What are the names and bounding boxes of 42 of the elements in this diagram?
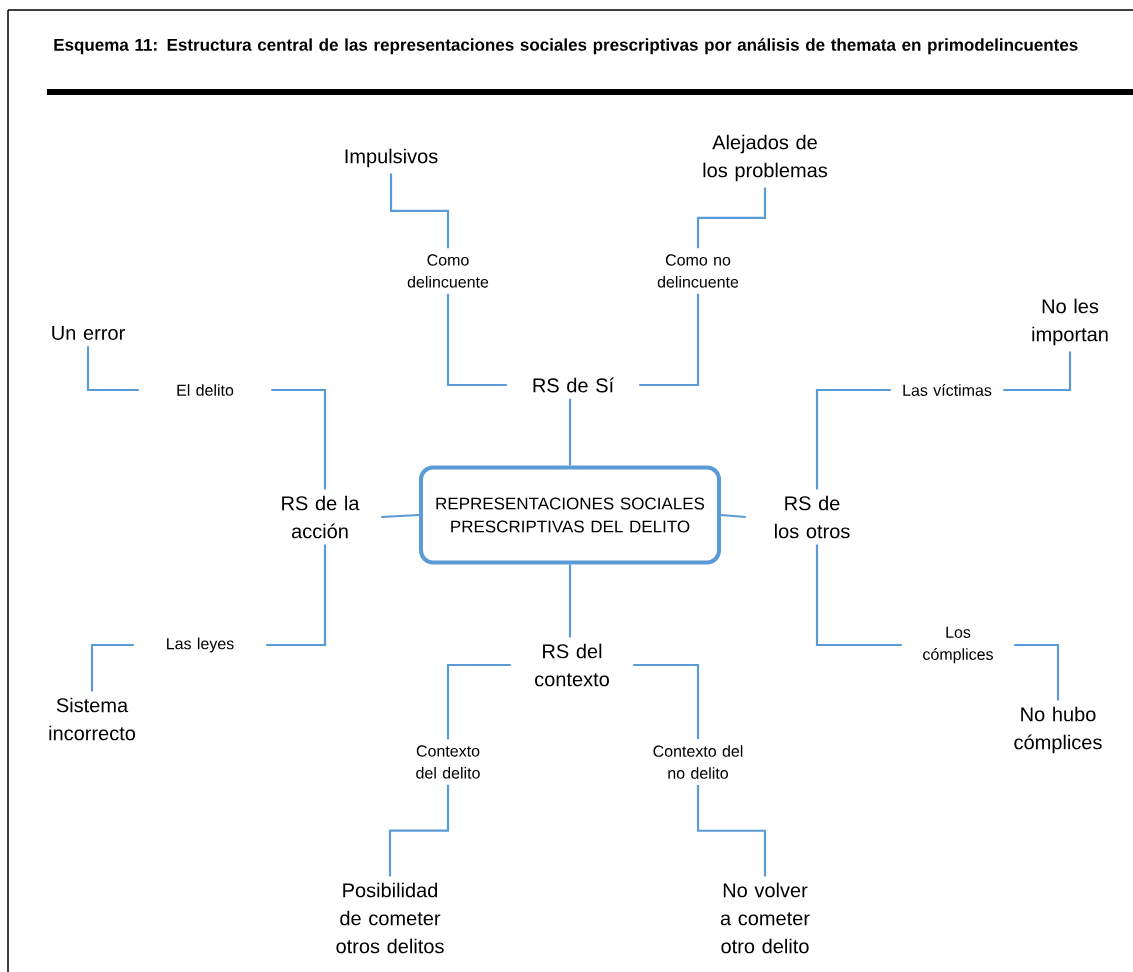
connector <box>90 643 134 692</box>
connector <box>271 388 327 490</box>
connector <box>696 187 767 249</box>
node-label: No volver a cometer otro delito <box>720 882 810 954</box>
connector <box>815 388 891 490</box>
node-label: RS de Sí <box>533 377 614 393</box>
node-label: Contexto del delito <box>416 745 480 779</box>
center-box: REPRESENTACIONES SOCIALES PRESCRIPTIVAS DEL DELITO <box>419 465 721 565</box>
connector <box>446 293 507 387</box>
node-label: Contexto del no delito <box>653 745 743 779</box>
connector <box>86 346 139 392</box>
node-label: RS de los otros <box>775 495 850 539</box>
connector <box>633 663 700 739</box>
node-label: Alejados de los problemas <box>703 134 828 182</box>
connector <box>720 513 746 519</box>
connector <box>1014 643 1060 701</box>
connector <box>389 173 450 249</box>
connector <box>568 398 572 466</box>
node-label: No hubo cómplices <box>1014 706 1102 754</box>
node-label: RS del contexto <box>535 643 609 687</box>
node-label: RS de la acción <box>282 495 360 539</box>
node-label: Las leyes <box>167 637 234 653</box>
node-label: Las víctimas <box>903 384 992 396</box>
connector <box>639 293 700 387</box>
connector <box>388 784 450 877</box>
node-label: Como delincuente <box>407 254 489 288</box>
node-label: No les importan <box>1032 298 1108 346</box>
connector <box>446 663 511 740</box>
node-label: Posibilidad de cometer otros delitos <box>336 882 444 954</box>
node-label: El delito <box>177 384 234 396</box>
node-label: Impulsivos <box>345 148 438 168</box>
connector <box>381 513 420 519</box>
connector <box>696 785 767 877</box>
connector <box>815 544 902 647</box>
title: Esquema 11: Estructura central de las representaciones sociales prescriptivas por análisis de themata en primodelincuentes <box>54 38 1078 55</box>
connector <box>1003 351 1072 392</box>
connector <box>266 544 327 647</box>
node-label: Sistema incorrecto <box>49 697 136 741</box>
node-label: Como no delincuente <box>657 254 739 288</box>
node-label: Un error <box>52 326 125 340</box>
connector <box>568 564 572 638</box>
node-label: Los cómplices <box>923 626 993 664</box>
